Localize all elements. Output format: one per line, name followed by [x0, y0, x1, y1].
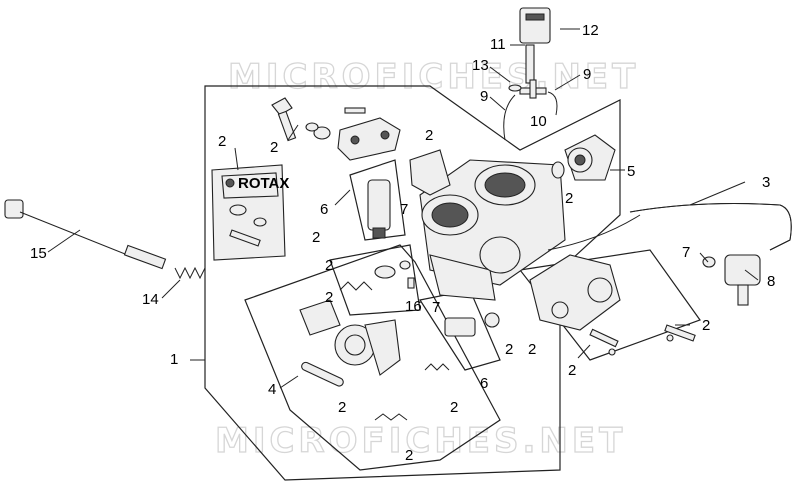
callout-2-injector: 2: [312, 229, 320, 246]
main-assembly-frame: [204, 85, 621, 481]
fuel-line-connector: [547, 214, 641, 251]
pressure-regulator-8: [702, 254, 761, 306]
washer-13: [508, 84, 522, 92]
callout-2-bottom: 2: [405, 447, 413, 464]
screws-right: [589, 324, 696, 356]
injector-subframe: [349, 159, 406, 241]
hose-9-right: [547, 91, 558, 116]
callout-2-screws: 2: [325, 257, 333, 274]
connector-12: [519, 7, 551, 44]
sensor-5: [551, 134, 616, 181]
callout-2-springs: 2: [325, 289, 333, 306]
bolt-and-washers: [271, 97, 331, 142]
linkage-subframe: [244, 244, 501, 471]
rotax-brand-text: ROTAX: [238, 175, 289, 192]
plug-16: [407, 277, 415, 289]
callout-2-screws-right: 2: [702, 317, 710, 334]
callout-5: 5: [627, 163, 635, 180]
injector-7: [367, 179, 391, 239]
fuel-line-3: [629, 203, 792, 251]
callout-11: 11: [490, 36, 506, 53]
callout-4: 4: [268, 381, 276, 398]
callout-2-rod: 2: [338, 399, 346, 416]
callout-7-sensor: 7: [432, 299, 440, 316]
callout-9-right: 9: [583, 66, 591, 83]
callout-2-kit: 2: [218, 133, 226, 150]
leader-lines: [47, 28, 759, 389]
callout-2-plate: 2: [425, 127, 433, 144]
callout-9-left: 9: [480, 88, 488, 105]
callout-3: 3: [762, 174, 770, 191]
screw-subframe: [329, 244, 421, 316]
throttle-cable-15: [4, 199, 167, 270]
fuel-line-3-inner: [629, 203, 792, 251]
springs-linkage: [339, 260, 450, 421]
throttle-pulley: [299, 299, 401, 376]
t-fitting-10: [519, 79, 547, 99]
mounting-bracket: [337, 107, 401, 161]
throttle-body: [419, 159, 566, 301]
rod-4: [301, 361, 344, 387]
watermark-bottom: MICROFICHES.NET: [215, 421, 626, 461]
hose-11: [525, 44, 535, 84]
callout-6-lower: 6: [480, 375, 488, 392]
hose-9-left: [503, 94, 516, 141]
callout-7-injector: 7: [400, 201, 408, 218]
sensor-7-lower: [444, 312, 500, 337]
regulator-housing: [529, 254, 621, 331]
callout-2-sensor: 2: [565, 190, 573, 207]
callout-2-bolt: 2: [270, 139, 278, 156]
bracket-plate: [409, 149, 451, 196]
callout-7-regulator: 7: [682, 244, 690, 261]
callout-10: 10: [530, 113, 547, 130]
callout-8: 8: [767, 273, 775, 290]
callout-13: 13: [472, 57, 489, 74]
callout-12: 12: [582, 22, 599, 39]
callout-16: 16: [405, 298, 422, 315]
regulator-subframe: [518, 249, 701, 361]
callout-2-housing: 2: [528, 341, 536, 358]
callout-2-sensor-lower: 2: [505, 341, 513, 358]
callout-2-screws-lower: 2: [568, 362, 576, 379]
rotax-logo-icon: [225, 178, 235, 188]
callout-6-upper: 6: [320, 201, 328, 218]
callout-14: 14: [142, 291, 159, 308]
rotax-kit-card: ROTAX: [211, 164, 289, 261]
callout-2-spring-right: 2: [450, 399, 458, 416]
callout-15: 15: [30, 245, 47, 262]
watermark-top: MICROFICHES.NET: [228, 57, 639, 97]
callout-1: 1: [170, 351, 178, 368]
spring-14: [174, 266, 206, 280]
